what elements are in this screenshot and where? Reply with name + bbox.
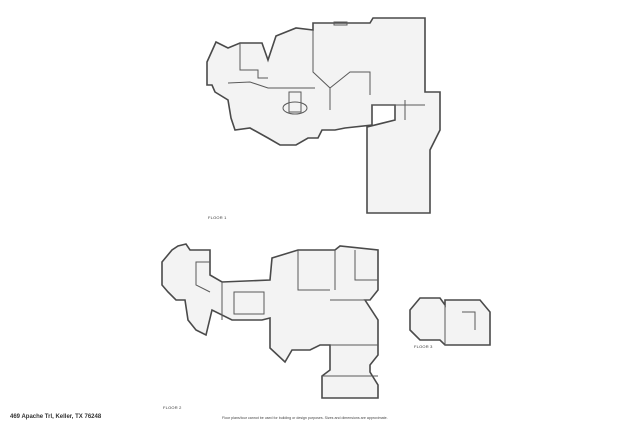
floor-1-label: FLOOR 1 bbox=[208, 215, 227, 220]
property-address: 469 Apache Trl, Keller, TX 76248 bbox=[10, 414, 102, 420]
disclaimer-text: Floor plans/tour cannot be used for buil… bbox=[222, 416, 388, 420]
floor-3-label: FLOOR 3 bbox=[414, 344, 433, 349]
floor-2-label: FLOOR 2 bbox=[163, 405, 182, 410]
floor-3-plan bbox=[409, 297, 491, 346]
floor-1-plan bbox=[206, 17, 441, 214]
floor-2-plan bbox=[161, 243, 379, 399]
